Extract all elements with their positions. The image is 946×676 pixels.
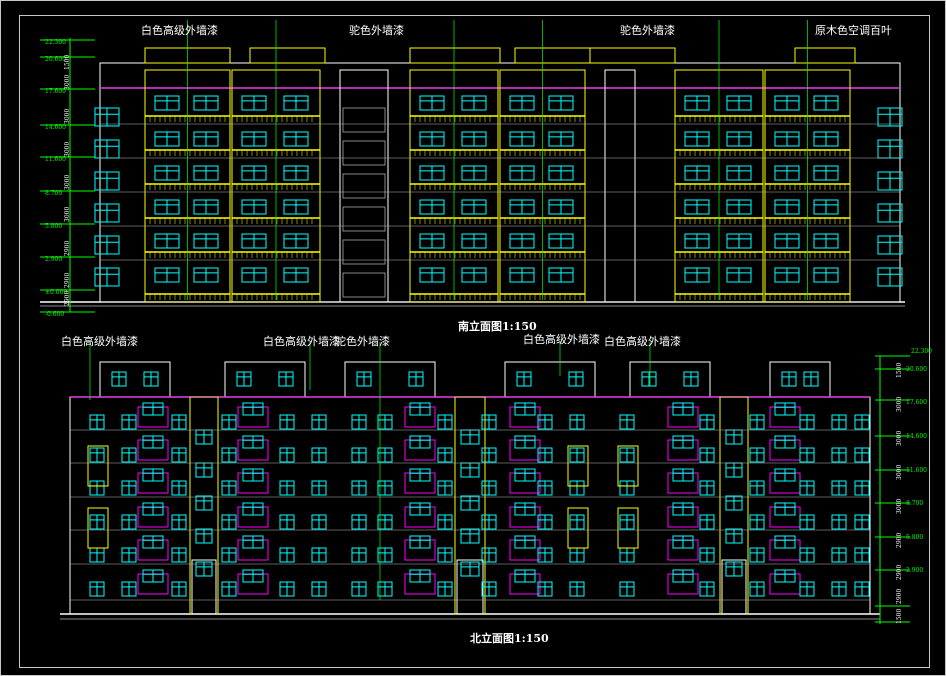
stair-tower bbox=[604, 69, 636, 303]
dimension-text: 3000 bbox=[64, 206, 71, 222]
roof-parapet bbox=[794, 47, 856, 64]
window-surround bbox=[617, 445, 639, 487]
annotation-camel-paint-north: 驼色外墙漆 bbox=[335, 335, 390, 348]
roof-parapet bbox=[249, 47, 326, 64]
annotation-ac-louver-south: 原木色空调百叶 bbox=[815, 24, 892, 37]
drawing-border bbox=[19, 15, 930, 668]
roof-block bbox=[504, 361, 596, 398]
north-elevation-title: 北立面图1:150 bbox=[470, 632, 549, 645]
dimension-text: 3000 bbox=[896, 464, 903, 480]
level-mark: 17.600 bbox=[906, 399, 927, 406]
level-mark: 5.800 bbox=[906, 534, 924, 541]
dimension-text: 2900 bbox=[896, 532, 903, 548]
level-mark: 2.900 bbox=[45, 256, 63, 263]
level-mark: 17.600 bbox=[45, 88, 66, 95]
annotation-camel-paint-south-1: 驼色外墙漆 bbox=[349, 24, 404, 37]
dimension-text: 3000 bbox=[896, 396, 903, 412]
annotation-white-paint-north-2: 白色高级外墙漆 bbox=[263, 335, 340, 348]
level-mark: 11.600 bbox=[906, 467, 927, 474]
stair-window bbox=[342, 173, 386, 199]
dimension-text: 2900 bbox=[64, 240, 71, 256]
dimension-text: 1500 bbox=[896, 362, 903, 378]
window-surround bbox=[87, 507, 109, 549]
annotation-white-paint-north-3: 白色高级外墙漆 bbox=[523, 333, 600, 346]
dimension-text: 2900 bbox=[64, 272, 71, 288]
level-mark: 2.900 bbox=[906, 567, 924, 574]
level-mark: -0.600 bbox=[45, 311, 65, 318]
roof-block bbox=[769, 361, 831, 398]
stair-window bbox=[342, 107, 386, 133]
roof-parapet bbox=[514, 47, 591, 64]
stair-window bbox=[342, 272, 386, 298]
level-mark: 5.800 bbox=[45, 223, 63, 230]
level-mark: ±0.000 bbox=[45, 289, 68, 296]
stair-window bbox=[342, 239, 386, 265]
level-mark: 20.600 bbox=[906, 366, 927, 373]
dimension-text: 2900 bbox=[896, 564, 903, 580]
window-surround bbox=[87, 445, 109, 487]
level-mark: 14.600 bbox=[906, 433, 927, 440]
annotation-white-paint-south: 白色高级外墙漆 bbox=[141, 24, 218, 37]
window-surround bbox=[567, 507, 589, 549]
stair-window bbox=[342, 206, 386, 232]
level-mark: 11.600 bbox=[45, 156, 66, 163]
level-mark: 14.600 bbox=[45, 124, 66, 131]
dimension-text: 1500 bbox=[896, 608, 903, 624]
annotation-white-paint-north-4: 白色高级外墙漆 bbox=[604, 335, 681, 348]
roof-block bbox=[344, 361, 436, 398]
entry-door bbox=[191, 559, 217, 615]
dimension-text: 2900 bbox=[896, 588, 903, 604]
stair-tower bbox=[339, 69, 389, 303]
dimension-text: 1500 bbox=[64, 54, 71, 70]
south-elevation-title: 南立面图1:150 bbox=[458, 320, 537, 333]
dimension-text: 3000 bbox=[896, 430, 903, 446]
window-surround bbox=[617, 507, 639, 549]
level-mark: 8.700 bbox=[906, 500, 924, 507]
level-mark: 22.300 bbox=[911, 348, 932, 355]
dimension-text: 3000 bbox=[64, 74, 71, 90]
roof-block bbox=[99, 361, 171, 398]
dimension-text: 3000 bbox=[896, 498, 903, 514]
stair-window bbox=[342, 140, 386, 166]
annotation-camel-paint-south-2: 驼色外墙漆 bbox=[620, 24, 675, 37]
entry-door bbox=[721, 559, 747, 615]
dimension-text: 3000 bbox=[64, 108, 71, 124]
annotation-white-paint-north-1: 白色高级外墙漆 bbox=[61, 335, 138, 348]
dimension-text: 2900 bbox=[64, 290, 71, 306]
dimension-text: 3000 bbox=[64, 141, 71, 157]
window-surround bbox=[567, 445, 589, 487]
dimension-text: 3000 bbox=[64, 174, 71, 190]
level-mark: 8.700 bbox=[45, 190, 63, 197]
level-mark: 22.300 bbox=[45, 39, 66, 46]
roof-parapet bbox=[589, 47, 676, 64]
roof-parapet bbox=[409, 47, 501, 64]
level-mark: 20.600 bbox=[45, 56, 66, 63]
